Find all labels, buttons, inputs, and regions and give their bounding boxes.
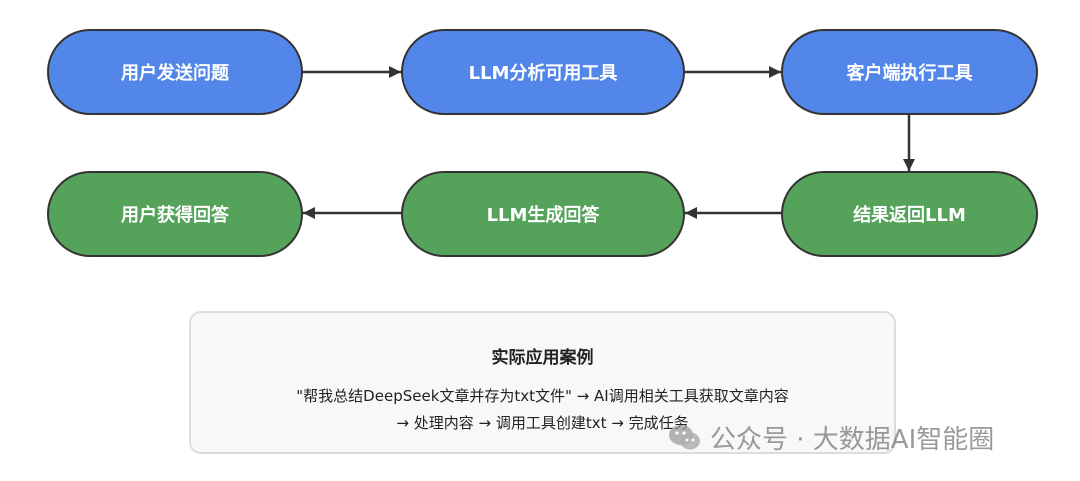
wechat-icon — [669, 424, 700, 449]
node-client-execute-tool: 客户端执行工具 — [781, 29, 1038, 115]
node-result-return-llm: 结果返回LLM — [781, 171, 1038, 257]
watermark-text: 公众号 · 大数据AI智能圈 — [710, 425, 995, 455]
node-user-gets-answer: 用户获得回答 — [47, 171, 303, 257]
watermark: 公众号 · 大数据AI智能圈 — [668, 419, 994, 456]
node-user-sends-question: 用户发送问题 — [47, 29, 303, 115]
example-line-1: "帮我总结DeepSeek文章并存为txt文件" → AI调用相关工具获取文章内… — [296, 387, 789, 405]
node-llm-generate-answer: LLM生成回答 — [401, 171, 685, 257]
arrowhead-result — [903, 159, 915, 171]
example-box: 实际应用案例 "帮我总结DeepSeek文章并存为txt文件" → AI调用相关… — [189, 311, 896, 454]
arrowhead-answer — [303, 207, 315, 219]
arrowhead-analyze — [389, 66, 401, 78]
example-title: 实际应用案例 — [491, 348, 594, 368]
arrowhead-generate — [685, 207, 697, 219]
node-llm-analyze-tools: LLM分析可用工具 — [401, 29, 685, 115]
example-line-2: → 处理内容 → 调用工具创建txt → 完成任务 — [396, 414, 689, 432]
arrowhead-execute — [769, 66, 781, 78]
